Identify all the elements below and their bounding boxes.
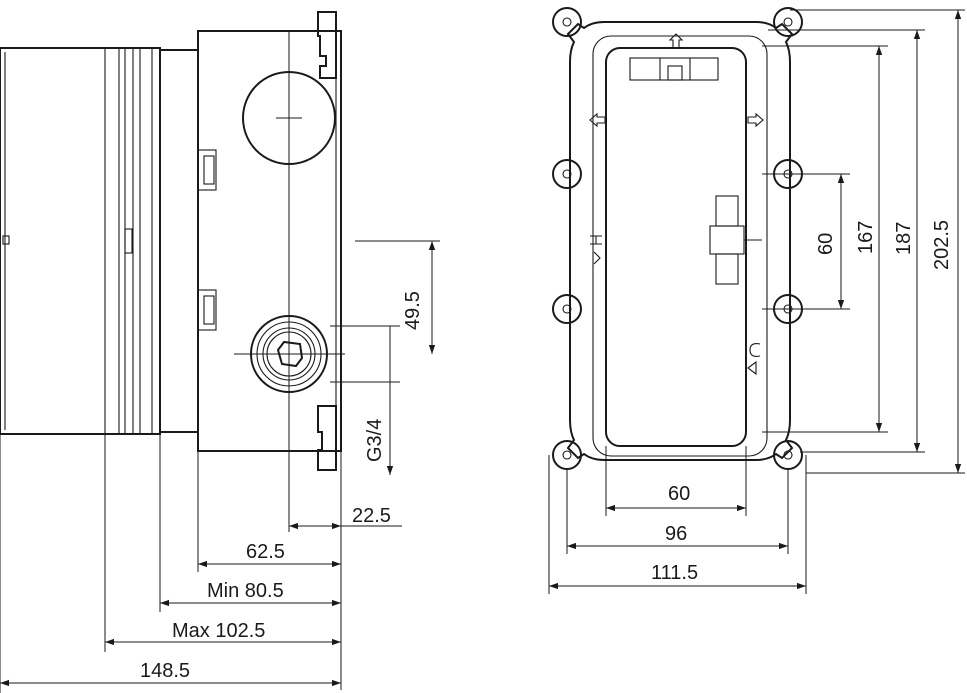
mounting-frame [566,21,794,461]
dim-inner-width: 60 [668,483,690,505]
dim-hole-height: 187 [893,222,915,255]
dim-total-height: 202.5 [931,220,953,270]
thread-size-label: G3/4 [364,419,386,462]
side-dimension-lines [0,241,436,687]
front-view: 60 96 111.5 60 167 187 202.5 [548,7,965,594]
arrow-right-icon [747,112,764,128]
lower-port [234,315,345,393]
dim-min-depth: Min 80.5 [207,580,284,602]
dim-hole-width: 111.5 [651,562,698,584]
dim-port-spacing: 49.5 [402,291,424,330]
front-dimension-lines [549,10,962,590]
cold-marker-icon [747,343,761,376]
dim-total-depth: 148.5 [140,660,190,682]
valve-body-side [159,11,342,471]
mounting-hole-bottom-left [552,440,582,470]
plaster-sleeve [0,47,161,435]
side-view: 148.5 Max 102.5 Min 80.5 62.5 22.5 49.5 … [0,11,440,693]
hot-marker-icon [590,235,602,265]
mounting-hole-mid-left [552,159,582,189]
top-port-block [629,57,719,81]
mounting-hole-top-left [552,7,582,37]
mounting-hole-lower-left [552,294,582,324]
flow-markings [589,33,764,376]
dim-frame-height: 167 [855,221,877,254]
center-block [709,195,762,285]
arrow-left-icon [589,112,606,128]
side-extension-lines [0,240,440,693]
front-extension-lines [548,9,965,594]
dim-max-depth: Max 102.5 [172,620,265,642]
mounting-holes [552,7,803,470]
dim-inner-height: 60 [815,233,837,255]
dim-outlet-offset: 22.5 [352,505,391,527]
arrow-up-icon [668,33,684,49]
dim-frame-width: 96 [665,523,687,545]
mounting-hole-top-right [773,7,803,37]
dim-body-depth: 62.5 [246,541,285,563]
inner-opening [605,47,747,447]
